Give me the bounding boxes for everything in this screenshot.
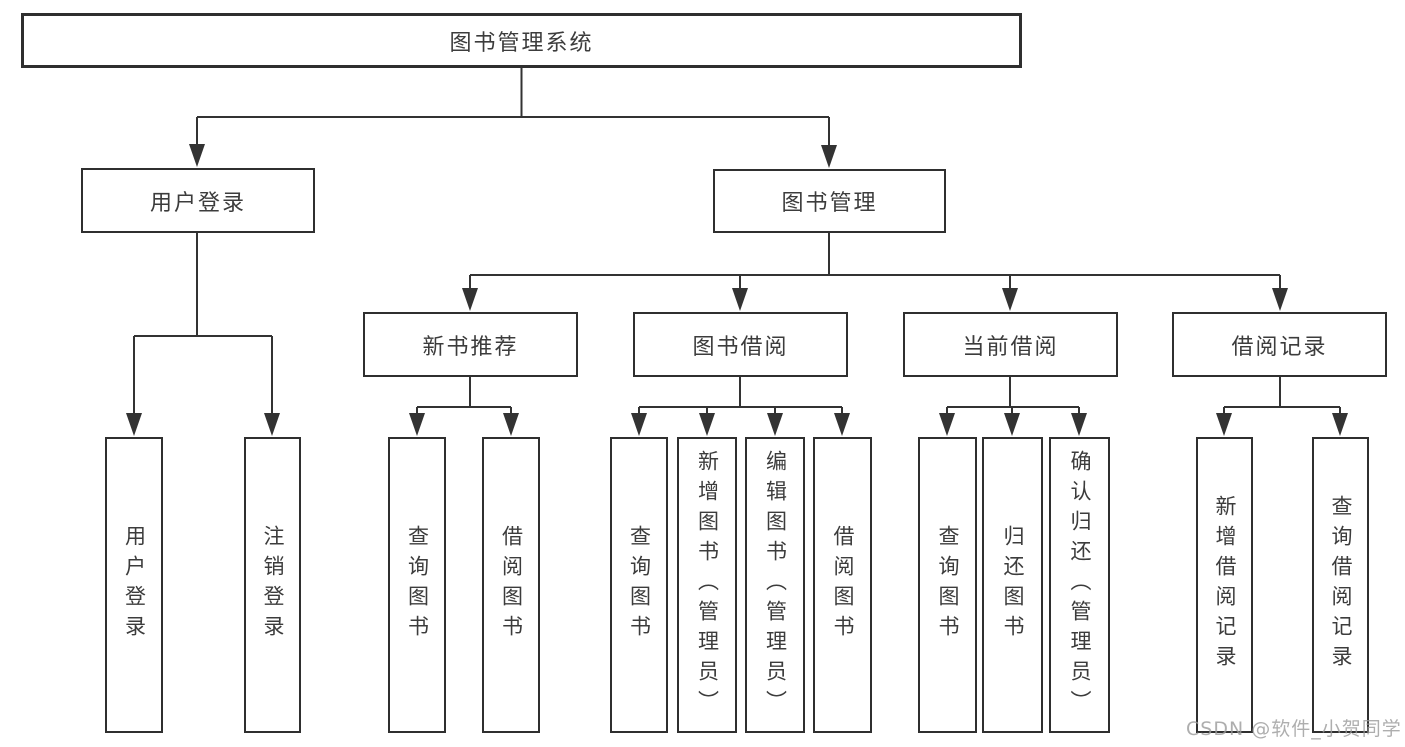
node-book-management: 图书管理 bbox=[713, 169, 946, 233]
node-borrowing-records: 借阅记录 bbox=[1172, 312, 1387, 377]
leaf-borrow-books: 借阅图书 bbox=[813, 437, 872, 733]
leaf-borrow-books-recommend: 借阅图书 bbox=[482, 437, 540, 733]
leaf-add-borrow-record: 新增借阅记录 bbox=[1196, 437, 1253, 733]
node-current-borrowing: 当前借阅 bbox=[903, 312, 1118, 377]
node-user-login: 用户登录 bbox=[81, 168, 315, 233]
leaf-query-books-current: 查询图书 bbox=[918, 437, 977, 733]
node-new-book-recommend: 新书推荐 bbox=[363, 312, 578, 377]
leaf-query-borrow-record: 查询借阅记录 bbox=[1312, 437, 1369, 733]
leaf-confirm-return-admin: 确认归还（管理员） bbox=[1049, 437, 1110, 733]
leaf-edit-books-admin: 编辑图书（管理员） bbox=[745, 437, 805, 733]
leaf-add-books-admin: 新增图书（管理员） bbox=[677, 437, 737, 733]
leaf-query-books-borrowing: 查询图书 bbox=[610, 437, 668, 733]
node-library-management-system: 图书管理系统 bbox=[21, 13, 1022, 68]
leaf-user-login: 用户登录 bbox=[105, 437, 163, 733]
leaf-query-books-recommend: 查询图书 bbox=[388, 437, 446, 733]
leaf-return-books: 归还图书 bbox=[982, 437, 1043, 733]
node-book-borrowing: 图书借阅 bbox=[633, 312, 848, 377]
csdn-watermark: CSDN @软件_小贺同学 bbox=[1186, 718, 1402, 740]
leaf-logout: 注销登录 bbox=[244, 437, 301, 733]
